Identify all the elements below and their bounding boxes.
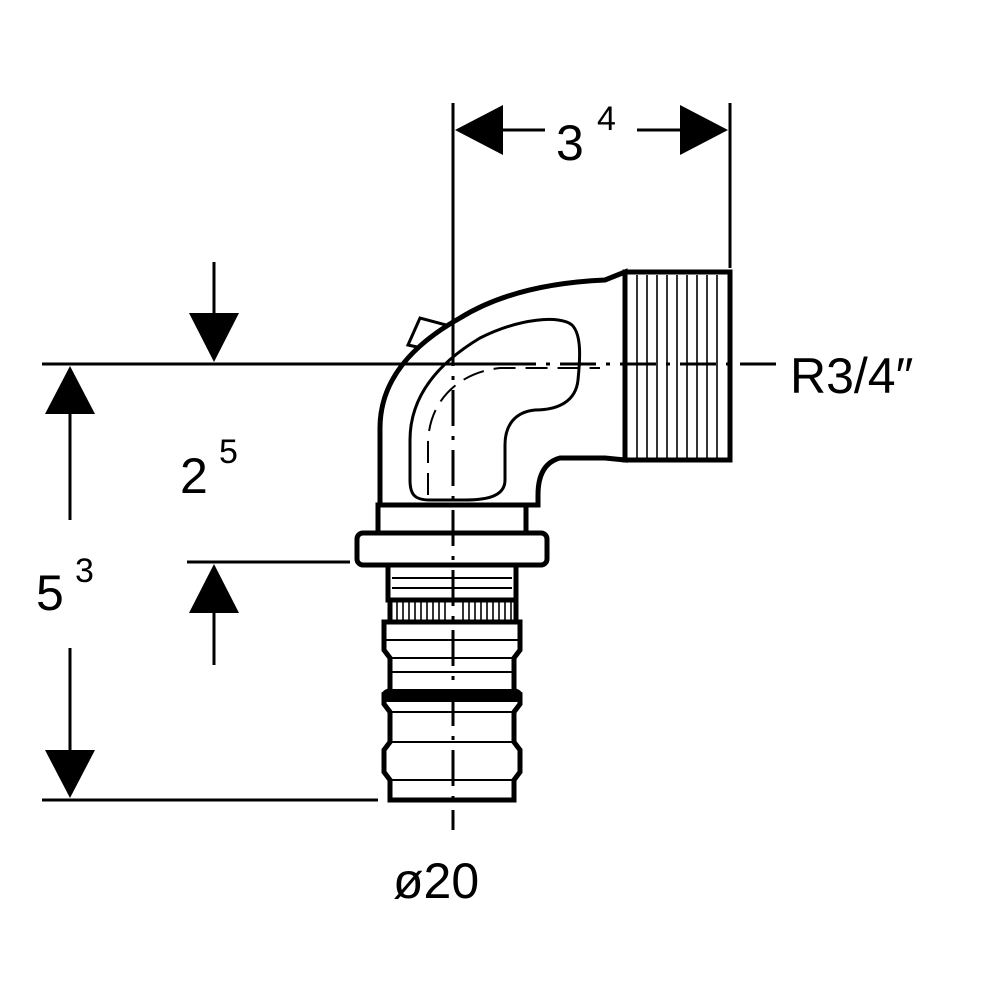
centre-lines — [451, 330, 785, 830]
elbow-fitting — [354, 268, 733, 803]
arrowhead-down — [189, 313, 239, 362]
dim-drop-height: 2 5 — [42, 262, 520, 665]
diameter-label: ø20 — [393, 853, 479, 909]
dim-total-base: 5 — [36, 565, 64, 621]
dim-drop-base: 2 — [180, 448, 208, 504]
elbow-bore — [427, 367, 600, 495]
arrowhead-right — [680, 105, 728, 155]
dim-total-height: 5 3 — [36, 366, 378, 802]
thread-lines — [636, 275, 718, 458]
knurl-marks — [396, 602, 512, 620]
thread-label: R3/4″ — [790, 348, 913, 404]
arrowhead-down-total — [45, 750, 95, 798]
dim-width-sup: 4 — [597, 100, 616, 138]
arrowhead-up-total — [45, 366, 95, 414]
dim-width-base: 3 — [556, 115, 584, 171]
arrowhead-up — [189, 564, 239, 613]
dim-total-sup: 3 — [75, 552, 94, 590]
dim-drop-sup: 5 — [219, 433, 238, 471]
dim-width-top: 3 4 — [451, 100, 732, 335]
arrowhead-left — [455, 105, 503, 155]
